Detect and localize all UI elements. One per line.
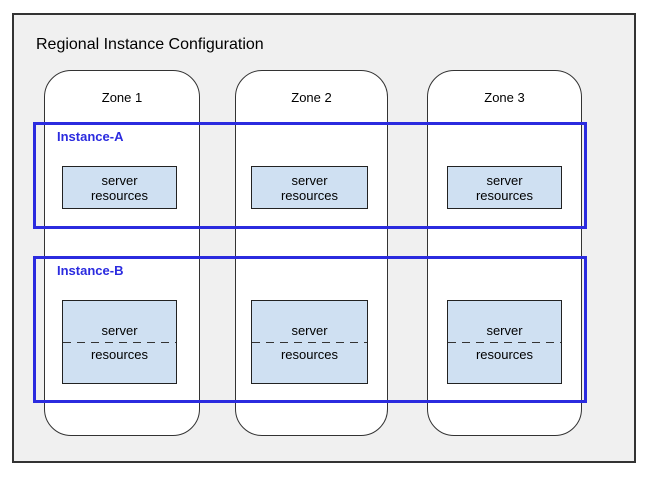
zone-2-label: Zone 2 bbox=[291, 90, 332, 105]
server-box-line2: resources bbox=[475, 187, 534, 203]
server-box-line1: server bbox=[486, 172, 523, 188]
dashed-split-line bbox=[63, 341, 176, 343]
server-box-line2: resources bbox=[475, 346, 534, 362]
server-box-line1: server bbox=[291, 322, 328, 338]
server-box-line1: server bbox=[101, 172, 138, 188]
server-resources-box-a-zone2: server resources bbox=[251, 166, 368, 209]
instance-a-label: Instance-A bbox=[57, 129, 124, 144]
zone-1-label: Zone 1 bbox=[101, 90, 143, 105]
server-box-line2: resources bbox=[280, 346, 339, 362]
dashed-split-line bbox=[448, 341, 561, 343]
instance-b-label: Instance-B bbox=[57, 263, 124, 278]
server-box-line1: server bbox=[486, 322, 523, 338]
server-resources-box-b-zone1: server resources bbox=[62, 300, 177, 384]
server-box-line1: server bbox=[101, 322, 138, 338]
server-resources-box-b-zone3: server resources bbox=[447, 300, 562, 384]
instance-b-boundary bbox=[33, 256, 587, 403]
zone-3-label: Zone 3 bbox=[484, 90, 525, 105]
server-box-line2: resources bbox=[90, 346, 149, 362]
server-resources-box-b-zone2: server resources bbox=[251, 300, 368, 384]
dashed-split-line bbox=[252, 341, 367, 343]
server-box-line2: resources bbox=[90, 187, 149, 203]
instance-a-boundary bbox=[33, 122, 587, 229]
server-resources-box-a-zone3: server resources bbox=[447, 166, 562, 209]
server-box-line1: server bbox=[291, 172, 328, 188]
diagram-title: Regional Instance Configuration bbox=[36, 36, 264, 53]
server-box-line2: resources bbox=[280, 187, 339, 203]
server-resources-box-a-zone1: server resources bbox=[62, 166, 177, 209]
